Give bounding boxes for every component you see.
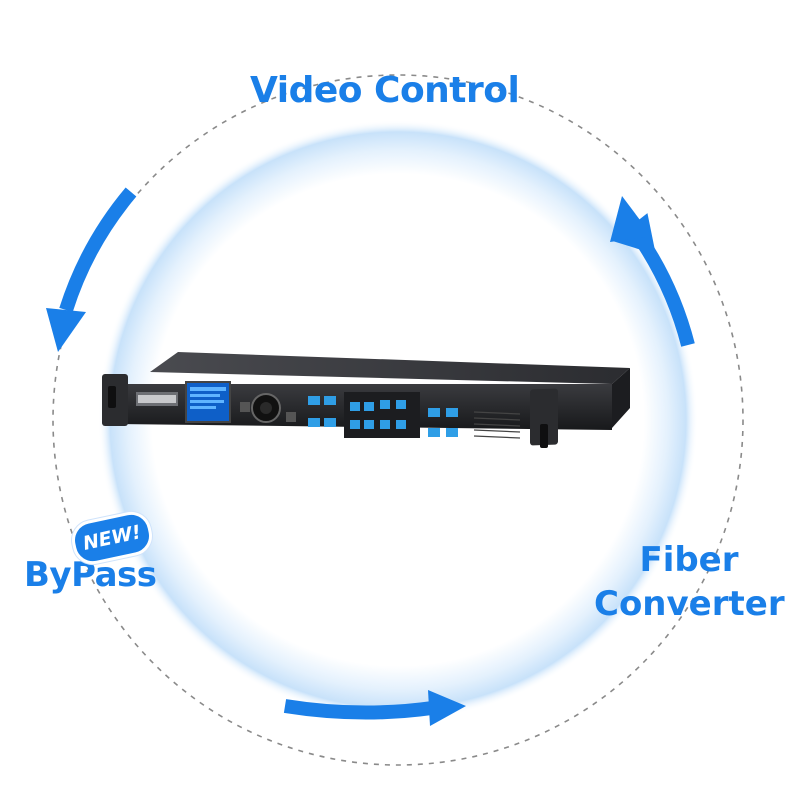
arrow-bottom-icon [283, 690, 466, 726]
arrow-left-icon [46, 187, 137, 352]
fiber-line2: Converter [594, 584, 785, 624]
fiber-converter-label: Fiber Converter [594, 538, 785, 626]
dashed-orbit [52, 74, 744, 766]
video-control-label: Video Control [250, 70, 520, 111]
arrow-right-icon [610, 196, 695, 347]
fiber-line1: Fiber [639, 540, 739, 580]
video-processor-device [102, 352, 630, 448]
